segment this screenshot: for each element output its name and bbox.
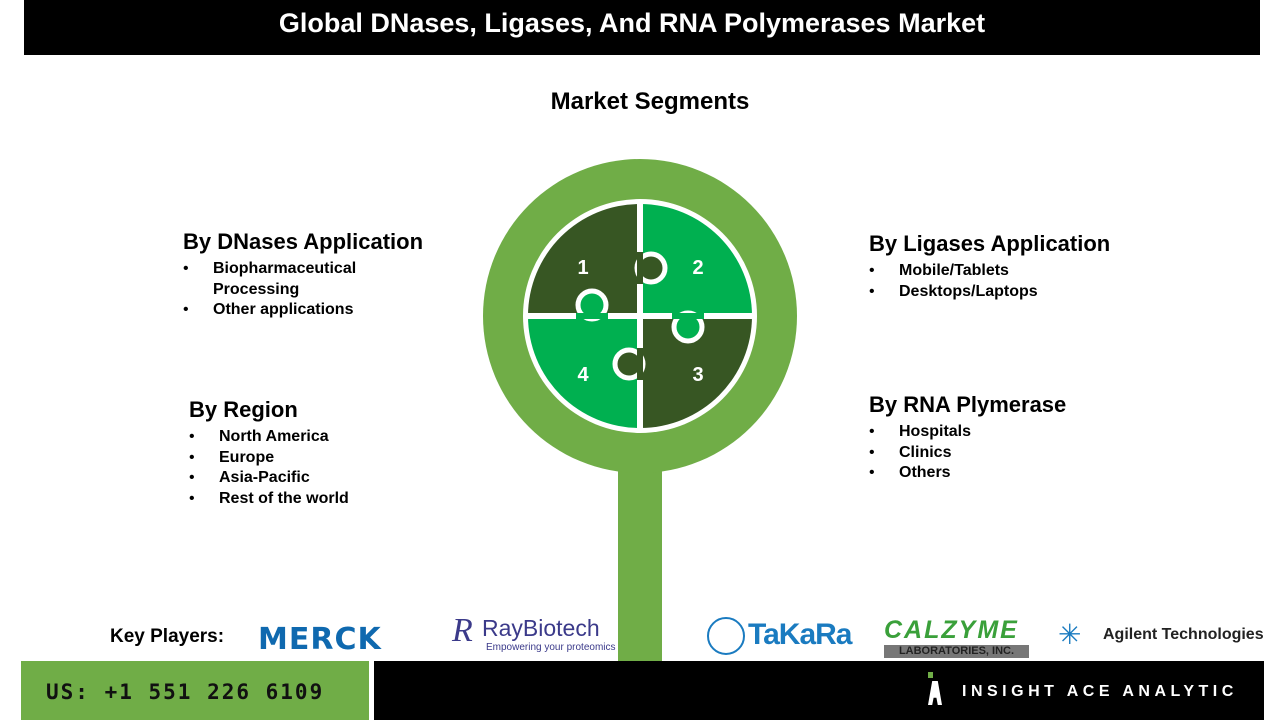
piece-label-4: 4 — [577, 364, 589, 386]
raybiotech-name: RayBiotech — [482, 615, 600, 641]
calzyme-logo: CALZYME — [884, 616, 1019, 644]
agilent-logo: Agilent Technologies — [1103, 626, 1264, 643]
raybiotech-logo: R RayBiotech Empowering your proteomics — [452, 612, 622, 658]
segment-heading: By RNA Plymerase — [869, 392, 1067, 417]
brand-logo-icon — [928, 672, 933, 678]
takara-emblem-icon — [707, 617, 745, 655]
agilent-spark-icon: ✳ — [1058, 619, 1082, 650]
page-title: Global DNases, Ligases, And RNA Polymera… — [278, 8, 986, 38]
segment-ligases: By Ligases Application Mobile/TabletsDes… — [869, 231, 1169, 302]
brand-name: INSIGHT ACE ANALYTIC — [962, 683, 1238, 700]
piece-label-2: 2 — [692, 257, 703, 279]
segment-heading: By Ligases Application — [869, 231, 1111, 256]
brand-a-icon — [928, 681, 942, 705]
segment-item: Biopharmaceutical Processing — [183, 259, 383, 300]
segment-rna: By RNA Plymerase HospitalsClinicsOthers — [869, 392, 1169, 484]
takara-logo: TaKaRa — [748, 618, 852, 651]
piece-label-1: 1 — [577, 257, 588, 279]
segment-item: Other applications — [183, 300, 463, 321]
phone-number: US: +1 551 226 6109 — [46, 680, 325, 704]
calzyme-sublogo: LABORATORIES, INC. — [884, 645, 1029, 658]
segment-item: Desktops/Laptops — [869, 282, 1169, 303]
footer-brand-panel — [374, 661, 1264, 720]
segment-item: North America — [189, 427, 449, 448]
piece-label-3: 3 — [692, 364, 703, 386]
raybiotech-tagline: Empowering your proteomics — [486, 642, 616, 653]
segment-dnases: By DNases Application Biopharmaceutical … — [183, 229, 463, 321]
segment-item: Asia-Pacific — [189, 468, 449, 489]
key-players-label: Key Players: — [110, 626, 225, 647]
segment-item: Rest of the world — [189, 489, 449, 510]
segment-item: Others — [869, 463, 1169, 484]
footer-phone-panel — [21, 661, 369, 720]
magnifier-handle — [618, 462, 662, 662]
merck-logo: MERCK — [258, 622, 382, 657]
title-bar: Global DNases, Ligases, And RNA Polymera… — [24, 0, 1260, 55]
segment-heading: By Region — [189, 397, 298, 422]
segment-region: By Region North AmericaEuropeAsia-Pacifi… — [189, 397, 449, 509]
raybiotech-r-icon: R — [452, 612, 473, 649]
segment-item: Mobile/Tablets — [869, 261, 1169, 282]
subtitle: Market Segments — [550, 88, 750, 115]
segment-item: Europe — [189, 448, 449, 469]
segment-item: Clinics — [869, 443, 1169, 464]
segment-item: Hospitals — [869, 422, 1169, 443]
segment-heading: By DNases Application — [183, 229, 424, 254]
